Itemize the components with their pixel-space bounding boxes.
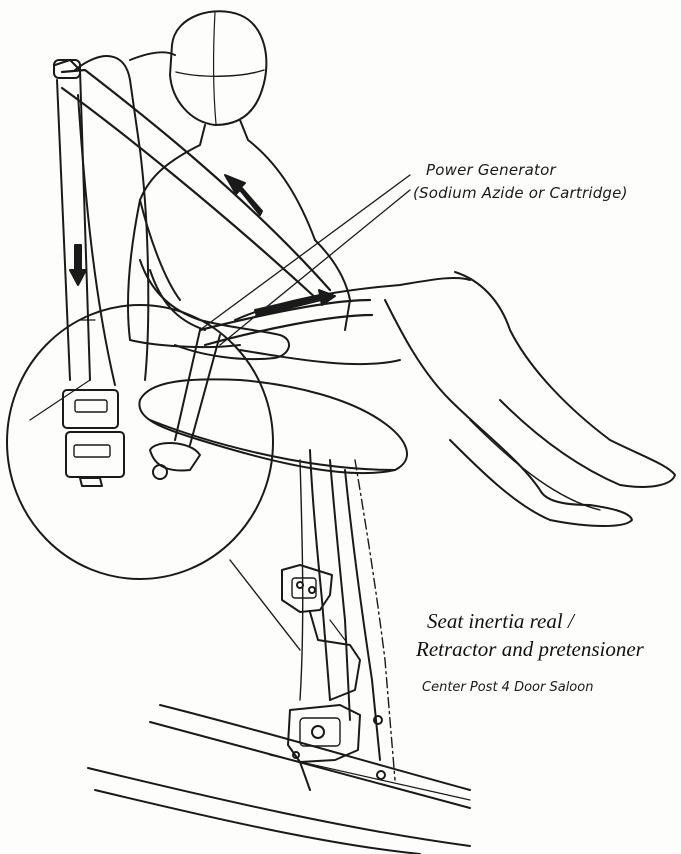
seat-cushion <box>139 379 407 473</box>
dummy-head <box>170 11 266 125</box>
dummy-torso <box>128 120 350 347</box>
retractor-label-line2: Retractor and pretensioner <box>416 636 644 662</box>
power-generator-label: Power Generator <box>426 160 556 180</box>
leader-lines <box>200 175 410 345</box>
center-post-label: Center Post 4 Door Saloon <box>422 680 593 695</box>
retractor-label-line1: Seat inertia real / <box>427 608 574 634</box>
buckle-latch <box>63 320 124 486</box>
power-generator-sublabel: (Sodium Azide or Cartridge) <box>413 183 628 203</box>
floor-sill-lines <box>88 705 470 854</box>
buckle-stalk <box>150 330 220 479</box>
shoulder-belt <box>62 70 330 300</box>
